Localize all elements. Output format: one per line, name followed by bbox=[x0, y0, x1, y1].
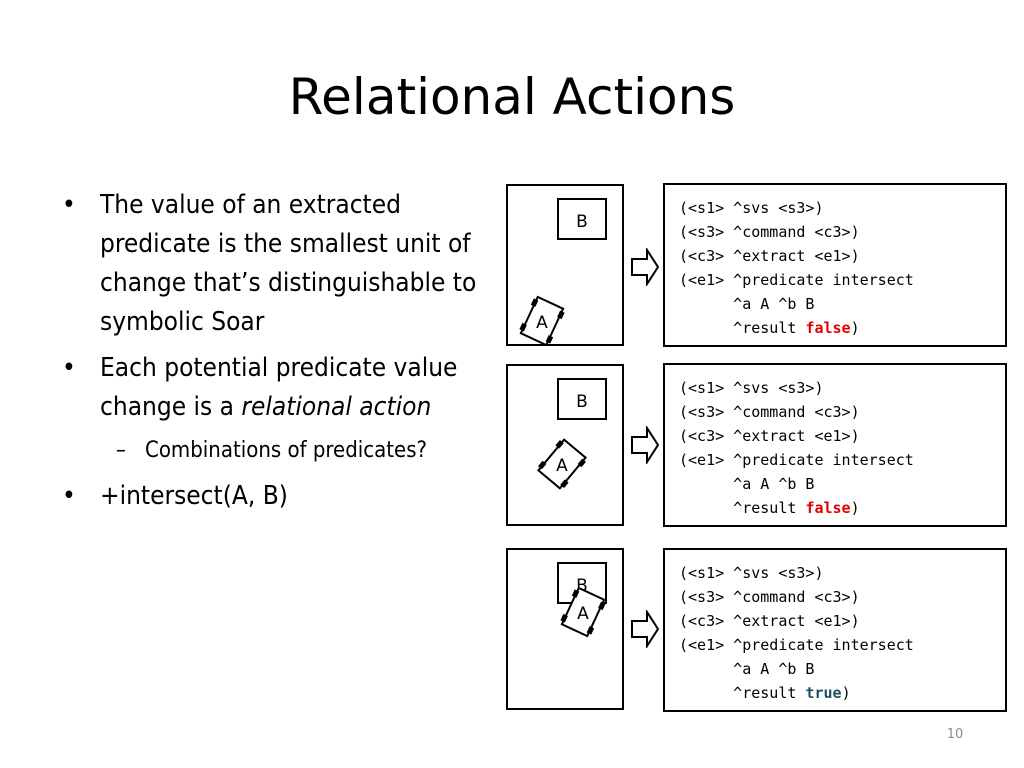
scene-drawing: B A bbox=[519, 198, 607, 346]
code-line: ) bbox=[850, 319, 860, 337]
sub-bullet-glyph: – bbox=[116, 438, 126, 463]
result-value: false bbox=[805, 319, 851, 337]
box-b-label: B bbox=[576, 392, 588, 412]
code-line: ^result bbox=[679, 319, 806, 337]
code-panel-3: (<s1> ^svs <s3>) (<s3> ^command <c3>) (<… bbox=[663, 548, 1007, 712]
scene-drawing: B A bbox=[537, 378, 607, 490]
box-a-label: A bbox=[536, 313, 548, 333]
code-line: (<c3> ^extract <e1>) bbox=[679, 612, 860, 630]
result-value: false bbox=[805, 499, 851, 517]
code-line: (<c3> ^extract <e1>) bbox=[679, 247, 860, 265]
code-line: ^a A ^b B bbox=[679, 475, 815, 493]
bullet-glyph: • bbox=[62, 353, 76, 383]
right-arrow-icon bbox=[631, 610, 660, 648]
sub-bullet-text: Combinations of predicates? bbox=[145, 438, 428, 463]
bullet-text: +intersect(A, B) bbox=[100, 481, 288, 511]
scene-panel-2: B A bbox=[506, 364, 624, 526]
page-number: 10 bbox=[946, 727, 964, 742]
code-line: ) bbox=[850, 499, 860, 517]
code-line: (<e1> ^predicate intersect bbox=[679, 636, 914, 654]
code-line: (<e1> ^predicate intersect bbox=[679, 271, 914, 289]
box-a-label: A bbox=[556, 456, 568, 476]
code-line: (<s3> ^command <c3>) bbox=[679, 223, 860, 241]
right-arrow-icon bbox=[631, 426, 660, 464]
bullet-glyph: • bbox=[62, 190, 76, 220]
code-line: ^result bbox=[679, 499, 806, 517]
code-line: (<s3> ^command <c3>) bbox=[679, 588, 860, 606]
bullet-relational-action: • Each potential predicate value change … bbox=[60, 349, 500, 427]
box-a-car bbox=[537, 438, 587, 490]
code-panel-1: (<s1> ^svs <s3>) (<s3> ^command <c3>) (<… bbox=[663, 183, 1007, 347]
bullet-list: • The value of an extracted predicate is… bbox=[60, 186, 500, 523]
result-value: true bbox=[805, 684, 842, 702]
sub-bullet-combinations: – Combinations of predicates? bbox=[60, 434, 500, 467]
code-line: ^result bbox=[679, 684, 806, 702]
code-line: (<e1> ^predicate intersect bbox=[679, 451, 914, 469]
code-line: ^a A ^b B bbox=[679, 660, 815, 678]
box-b-label: B bbox=[576, 576, 588, 596]
right-arrow-icon bbox=[631, 248, 660, 286]
bullet-intersect: • +intersect(A, B) bbox=[60, 477, 500, 516]
code-line: ^a A ^b B bbox=[679, 295, 815, 313]
scene-drawing: B A bbox=[557, 562, 607, 638]
scene-panel-1: B A bbox=[506, 184, 624, 346]
box-a-label: A bbox=[577, 604, 589, 624]
box-a-car bbox=[519, 295, 565, 346]
code-line: (<s3> ^command <c3>) bbox=[679, 403, 860, 421]
code-line: (<c3> ^extract <e1>) bbox=[679, 427, 860, 445]
code-line: (<s1> ^svs <s3>) bbox=[679, 379, 824, 397]
code-line: ) bbox=[841, 684, 851, 702]
code-panel-2: (<s1> ^svs <s3>) (<s3> ^command <c3>) (<… bbox=[663, 363, 1007, 527]
scene-panel-3: B A bbox=[506, 548, 624, 710]
box-b bbox=[557, 198, 607, 240]
bullet-glyph: • bbox=[62, 481, 76, 511]
box-a-car bbox=[560, 586, 606, 638]
bullet-text: The value of an extracted predicate is t… bbox=[100, 190, 477, 337]
bullet-emphasis: relational action bbox=[241, 392, 432, 422]
slide-title: Relational Actions bbox=[288, 68, 736, 126]
box-b-label: B bbox=[576, 212, 588, 232]
bullet-text: Each potential predicate value change is… bbox=[100, 353, 458, 422]
bullet-extracted-predicate: • The value of an extracted predicate is… bbox=[60, 186, 500, 342]
code-line: (<s1> ^svs <s3>) bbox=[679, 199, 824, 217]
box-b bbox=[557, 378, 607, 420]
code-line: (<s1> ^svs <s3>) bbox=[679, 564, 824, 582]
